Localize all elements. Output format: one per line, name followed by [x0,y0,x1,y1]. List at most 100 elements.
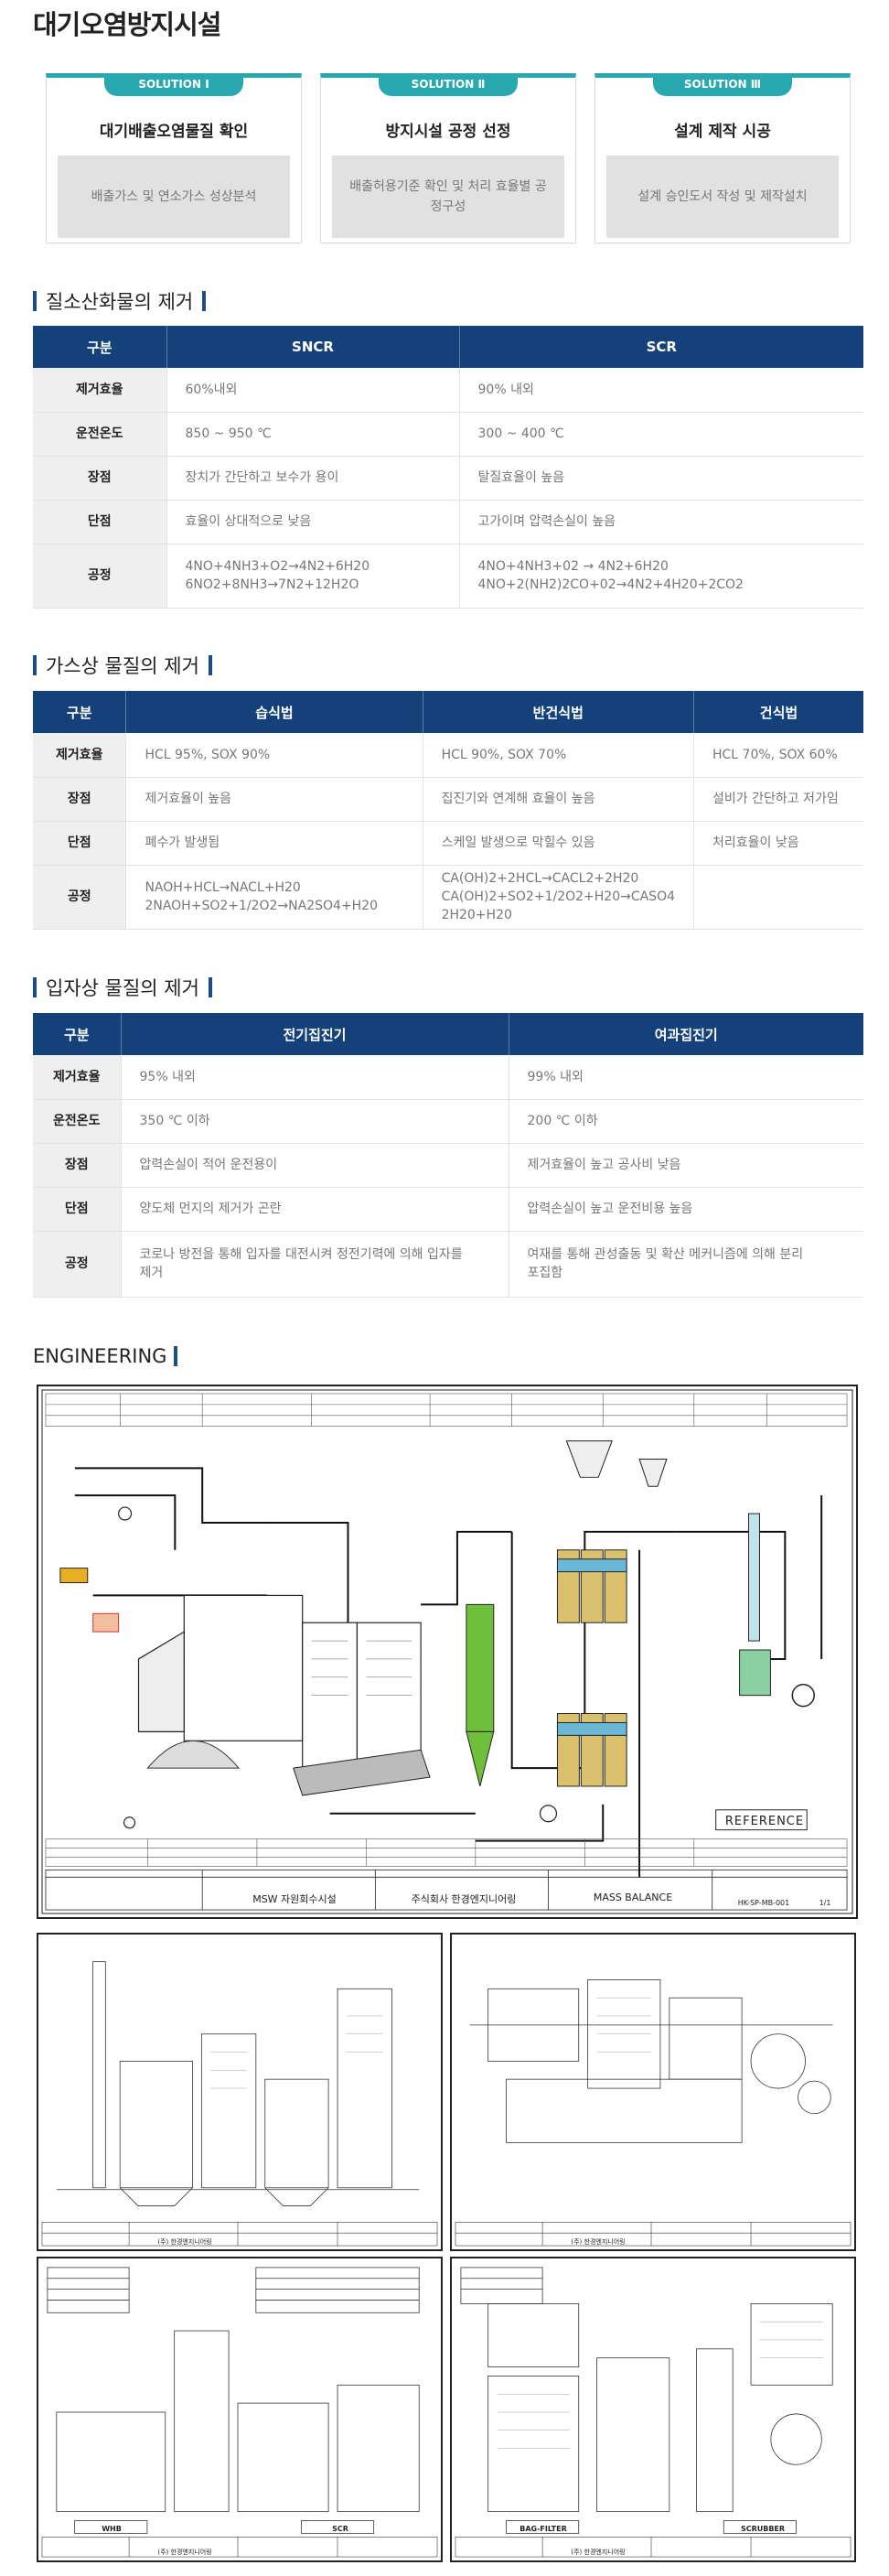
table-cell: 고가이며 압력손실이 높음 [458,500,863,544]
heading-bar [208,655,212,675]
page-title: 대기오염방지시설 [33,9,221,40]
table-cell: 4NO+4NH3+O2→4N2+6H20 6NO2+8NH3→7N2+12H2O [166,544,459,609]
table-cell: 압력손실이 높고 운전비용 높음 [508,1187,863,1232]
table-header: SNCR [166,326,459,368]
bagfilter-scrubber-drawing-image [455,2267,852,2558]
solution-desc: 배출가스 및 연소가스 성상분석 [58,156,290,238]
table-cell [693,865,863,930]
solution-card-3: SOLUTION Ⅲ 설계 제작 시공 설계 승인도서 작성 및 제작설치 [594,73,851,243]
gas-table: 구분 습식법 반건식법 건식법 제거효율 HCL 95%, SOX 90% HC… [33,691,863,930]
solution-desc: 설계 승인도서 작성 및 제작설치 [606,156,839,238]
solution-title: 설계 제작 시공 [674,123,771,141]
solution-desc: 배출허용기준 확인 및 처리 효율별 공정구성 [332,156,564,238]
formula-line: NAOH+HCL→NACL+H20 [145,880,301,895]
section-heading-nox: 질소산화물의 제거 [33,287,207,315]
section-heading-engineering: ENGINEERING [33,1345,178,1367]
process-line: 코로나 방전을 통해 입자를 대전시켜 정전기력에 의해 입자를 [139,1247,463,1262]
solution-badge: SOLUTION Ⅰ [104,73,243,96]
table-header: 반건식법 [422,691,694,733]
drawing-scale: 1/1 [819,1899,831,1907]
owner-name: 주식회사 한경엔지니어링 [411,1893,517,1905]
section-heading-gas: 가스상 물질의 제거 [33,652,212,679]
table-cell: HCL 95%, SOX 90% [125,733,423,778]
process-line: 포집함 [527,1266,563,1280]
formula-line: CA(OH)2+2HCL→CACL2+2H20 [441,871,639,886]
table-row: 장점 제거효율이 높음 집진기와 연계해 효율이 높음 설비가 간단하고 저가임 [33,777,863,822]
table-header: 전기집진기 [120,1013,509,1055]
table-header: 습식법 [125,691,423,733]
project-name: MSW 자원회수시설 [252,1893,337,1905]
company-label: (주) 한경엔지니어링 [157,2549,212,2556]
process-line: 제거 [139,1266,164,1280]
sheet-title: MASS BALANCE [593,1892,673,1903]
pid-diagram-image [41,1389,853,1914]
table-cell: 제거효율이 높음 [125,777,423,822]
heading-bar [174,1346,178,1366]
table-cell: 압력손실이 적어 운전용이 [120,1143,509,1188]
row-label: 제거효율 [33,733,126,778]
table-header: 건식법 [693,691,863,733]
nox-table: 구분 SNCR SCR 제거효율 60%내외 90% 내외 운전온도 850 ~… [33,326,863,609]
solution-badge: SOLUTION Ⅱ [379,73,518,96]
table-header: 여과집진기 [508,1013,863,1055]
table-header-row: 구분 습식법 반건식법 건식법 [33,691,863,733]
table-cell: HCL 90%, SOX 70% [422,733,694,778]
formula-line: 4NO+4NH3+02 → 4N2+6H20 [477,559,669,574]
table-cell: 300 ~ 400 ℃ [458,412,863,457]
table-header: SCR [458,326,863,368]
table-cell: 설비가 간단하고 저가임 [693,777,863,822]
company-label: (주) 한경엔지니어링 [571,2238,626,2246]
scrubber-label: SCRUBBER [740,2525,786,2533]
row-label: 제거효율 [33,1055,121,1100]
table-cell: 350 ℃ 이하 [120,1099,509,1144]
table-cell: 850 ~ 950 ℃ [166,412,459,457]
heading-bar [208,977,212,997]
table-row: 제거효율 60%내외 90% 내외 [33,368,863,413]
reference-label: REFERENCE [724,1815,805,1828]
table-row: 장점 압력손실이 적어 운전용이 제거효율이 높고 공사비 낮음 [33,1143,863,1188]
table-row: 운전온도 350 ℃ 이하 200 ℃ 이하 [33,1099,863,1144]
whb-scr-drawing: WHB SCR (주) 한경엔지니어링 [37,2257,443,2562]
table-cell: 200 ℃ 이하 [508,1099,863,1144]
table-row: 단점 효율이 상대적으로 낮음 고가이며 압력손실이 높음 [33,500,863,544]
scr-label: SCR [332,2525,348,2533]
table-header-row: 구분 SNCR SCR [33,326,863,368]
table-cell: 제거효율이 높고 공사비 낮음 [508,1143,863,1188]
row-label: 장점 [33,456,166,501]
row-label: 운전온도 [33,1099,121,1144]
section-heading-text: ENGINEERING [33,1345,167,1367]
row-label: 운전온도 [33,412,166,457]
table-cell: 스케일 발생으로 막힐수 있음 [422,821,694,866]
formula-line: 6NO2+8NH3→7N2+12H2O [185,577,359,592]
row-label: 단점 [33,1187,121,1232]
solution-title: 대기배출오염물질 확인 [99,123,249,141]
bagfilter-scrubber-drawing: BAG-FILTER SCRUBBER (주) 한경엔지니어링 [450,2257,856,2562]
table-header-row: 구분 전기집진기 여과집진기 [33,1013,863,1055]
solution-title: 방지시설 공정 선정 [385,123,511,141]
formula-line: 4NO+4NH3+O2→4N2+6H20 [185,559,370,574]
row-label: 단점 [33,821,126,866]
table-cell: 효율이 상대적으로 낮음 [166,500,459,544]
row-label: 공정 [33,1231,121,1298]
solution-card-1: SOLUTION Ⅰ 대기배출오염물질 확인 배출가스 및 연소가스 성상분석 [46,73,302,243]
table-cell: 60%내외 [166,368,459,413]
table-row: 장점 장치가 간단하고 보수가 용이 탈질효율이 높음 [33,456,863,501]
solution-badge: SOLUTION Ⅲ [653,73,792,96]
elevation-drawing-image [41,1961,438,2247]
formula-line: CA(OH)2+SO2+1/2O2+H20→CASO4 2H20+H20 [441,889,675,922]
table-cell: 폐수가 발생됨 [125,821,423,866]
section-heading-text: 가스상 물질의 제거 [46,655,199,677]
drawing-number: HK-SP-MB-001 [737,1899,790,1907]
mass-balance-drawing: REFERENCE MSW 자원회수시설 주식회사 한경엔지니어링 MASS B… [37,1385,858,1919]
plan-drawing-image [455,1979,852,2247]
row-label: 장점 [33,777,126,822]
table-header: 구분 [33,326,166,368]
heading-bar [202,291,207,311]
table-cell: 처리효율이 낮음 [693,821,863,866]
table-cell: 90% 내외 [458,368,863,413]
section-heading-text: 입자상 물질의 제거 [46,977,199,999]
whb-label: WHB [102,2525,122,2533]
